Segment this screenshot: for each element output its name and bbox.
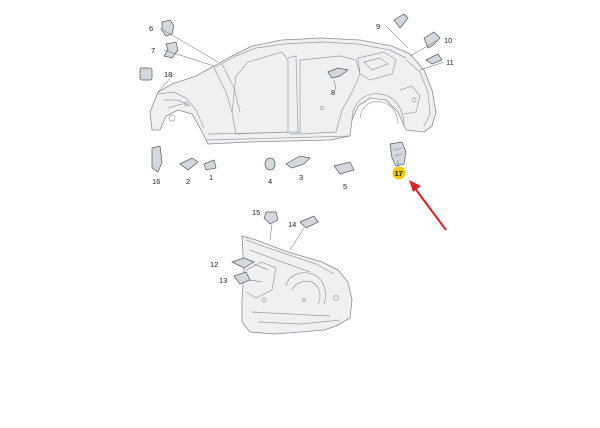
part-5 bbox=[333, 161, 355, 175]
callout-6: 6 bbox=[149, 24, 153, 33]
part-3 bbox=[285, 155, 311, 169]
part-2 bbox=[179, 157, 199, 171]
callout-14: 14 bbox=[288, 220, 296, 229]
part-12 bbox=[231, 257, 255, 269]
callouts-detail: 15 14 12 13 bbox=[210, 208, 296, 285]
part-18 bbox=[139, 67, 153, 81]
vehicle-side-body bbox=[149, 37, 437, 145]
callout-8: 8 bbox=[331, 88, 335, 97]
part-4 bbox=[264, 157, 276, 171]
part-7 bbox=[163, 41, 179, 59]
leader-lines-main bbox=[157, 25, 445, 168]
part-9 bbox=[393, 13, 409, 29]
callout-3: 3 bbox=[299, 173, 303, 182]
part-15 bbox=[263, 211, 279, 225]
callout-10: 10 bbox=[444, 36, 452, 45]
highlight-circle bbox=[392, 166, 406, 180]
part-1 bbox=[203, 159, 217, 171]
callout-17: 17 bbox=[395, 169, 403, 178]
callout-18: 18 bbox=[164, 70, 172, 79]
rear-quarter-detail bbox=[241, 235, 353, 335]
part-14 bbox=[299, 215, 319, 229]
leader-lines-detail bbox=[249, 223, 305, 283]
callout-5: 5 bbox=[343, 182, 347, 191]
callout-1: 1 bbox=[209, 173, 213, 182]
callout-4: 4 bbox=[268, 177, 272, 186]
callout-11: 11 bbox=[446, 58, 454, 67]
part-16 bbox=[151, 145, 163, 173]
part-17-highlighted bbox=[389, 141, 407, 167]
callout-16: 16 bbox=[152, 177, 160, 186]
part-11 bbox=[425, 53, 443, 65]
callout-17-badge: 17 bbox=[392, 166, 406, 180]
callout-15: 15 bbox=[252, 208, 260, 217]
callout-13: 13 bbox=[219, 276, 227, 285]
callout-9: 9 bbox=[376, 22, 380, 31]
callout-7: 7 bbox=[151, 46, 155, 55]
callouts-main: 6 7 18 16 2 1 4 3 5 8 9 10 11 bbox=[149, 22, 454, 191]
red-arrow-icon bbox=[409, 180, 447, 231]
callout-12: 12 bbox=[210, 260, 218, 269]
callout-2: 2 bbox=[186, 177, 190, 186]
part-6 bbox=[161, 19, 175, 37]
part-8 bbox=[327, 67, 349, 79]
